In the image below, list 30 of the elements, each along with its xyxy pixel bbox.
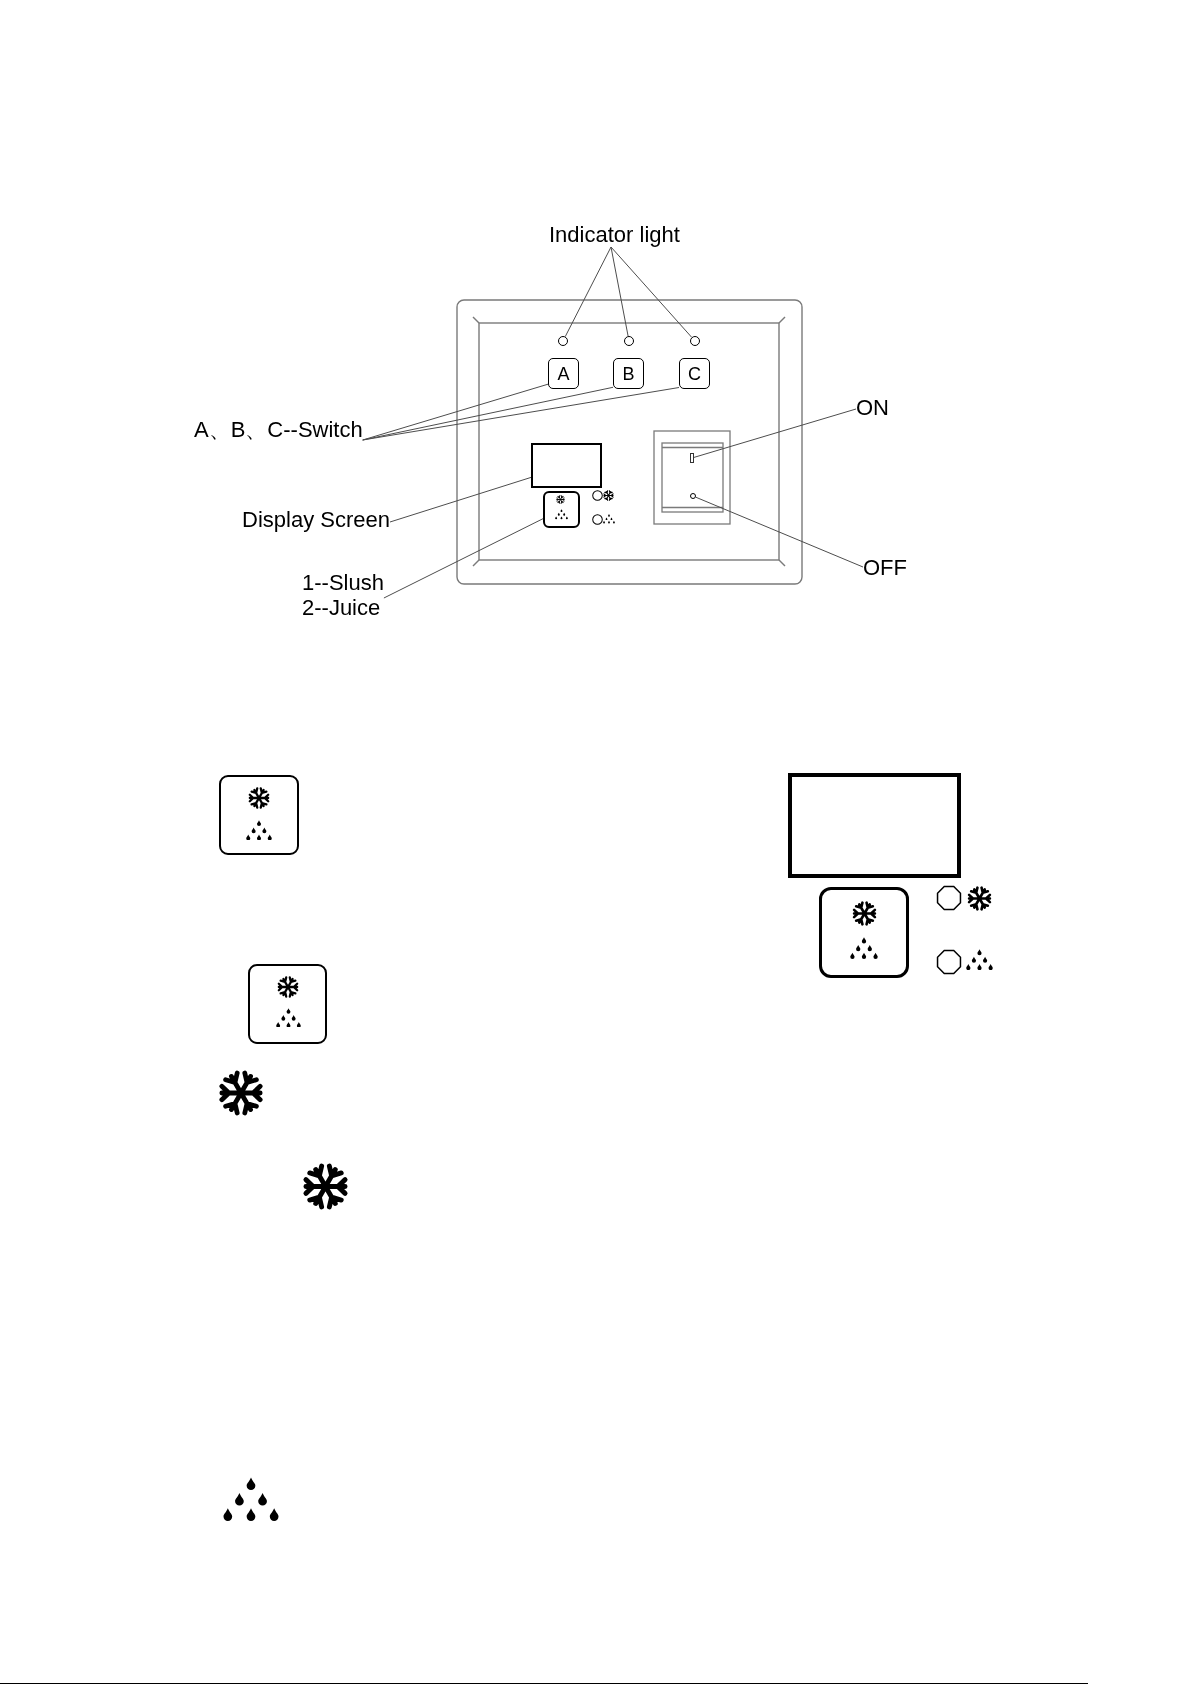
- leader-line: [610, 246, 693, 338]
- leader-line: [695, 496, 864, 568]
- switch-button: A: [548, 358, 579, 389]
- mode-button: [819, 887, 909, 978]
- callout-label: 1--Slush: [302, 570, 384, 595]
- indicator-light: [690, 336, 700, 346]
- callout-label: A、B、C--Switch: [194, 417, 363, 442]
- switch-button: C: [679, 358, 710, 389]
- callout-label: Indicator light: [549, 222, 680, 247]
- mode-button: [248, 964, 327, 1044]
- callout-label: 2--Juice: [302, 595, 382, 620]
- indicator-light: [558, 336, 568, 346]
- display-screen: [788, 773, 961, 878]
- callout-label: ON: [856, 395, 889, 420]
- leader-line: [564, 246, 612, 337]
- mode-button: [219, 775, 299, 855]
- leader-line: [362, 387, 680, 441]
- callout-label: OFF: [863, 555, 907, 580]
- leader-line: [610, 246, 629, 337]
- display-screen: [531, 443, 602, 488]
- leader-line: [362, 383, 549, 441]
- callout-label: Display Screen: [242, 507, 390, 532]
- leader-line: [389, 476, 532, 523]
- leader-line: [693, 408, 857, 458]
- leader-line: [383, 518, 544, 599]
- off-position-mark: [690, 493, 696, 499]
- indicator-light: [624, 336, 634, 346]
- on-position-mark: [690, 453, 694, 463]
- switch-button: B: [613, 358, 644, 389]
- mode-button: [543, 491, 580, 528]
